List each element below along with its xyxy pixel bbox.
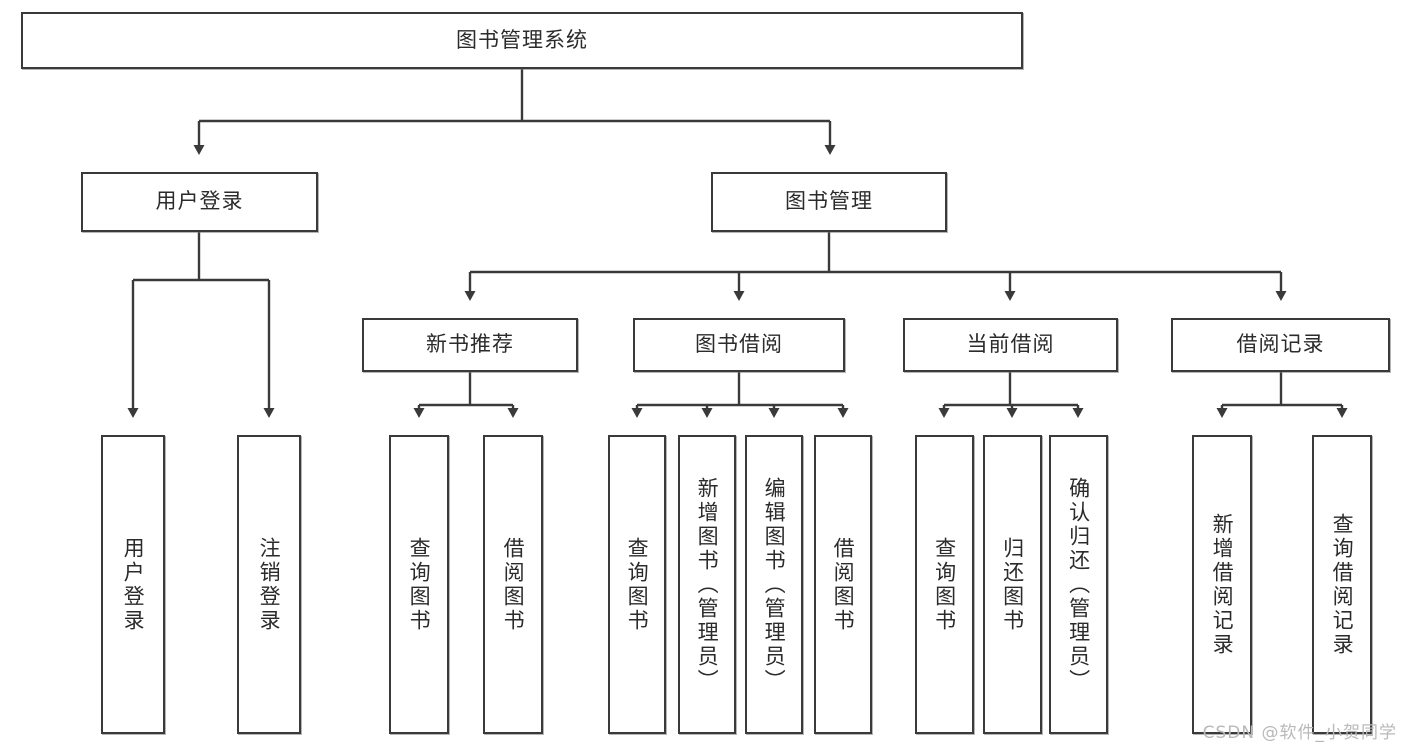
node-label: 新增借阅记录 [1210,512,1235,657]
node-leaf-confirm-return-admin[interactable]: 确认归还（管理员） [1049,435,1108,734]
node-label: 借阅图书 [501,536,526,633]
node-label: 新书推荐 [426,332,514,357]
node-label: 图书管理 [785,189,873,214]
node-leaf-user-login[interactable]: 用户登录 [101,435,165,734]
node-leaf-logout[interactable]: 注销登录 [237,435,301,734]
node-label: 新增图书（管理员） [695,476,720,693]
node-book-management-system[interactable]: 图书管理系统 [21,12,1023,69]
node-leaf-borrow-book[interactable]: 借阅图书 [814,435,872,734]
node-leaf-add-book-admin[interactable]: 新增图书（管理员） [678,435,736,734]
node-current-borrow[interactable]: 当前借阅 [903,318,1118,372]
node-label: 查询图书 [932,536,957,633]
node-label: 查询借阅记录 [1330,512,1355,657]
node-label: 查询图书 [407,536,432,633]
node-leaf-query-borrow-record[interactable]: 查询借阅记录 [1312,435,1372,734]
node-new-book-recommend[interactable]: 新书推荐 [362,318,578,372]
node-leaf-query-book-borrow[interactable]: 查询图书 [608,435,666,734]
node-label: 用户登录 [121,536,146,633]
node-label: 归还图书 [1000,536,1025,633]
node-label: 借阅记录 [1236,332,1325,357]
node-leaf-query-book-current[interactable]: 查询图书 [915,435,974,734]
node-borrow-record[interactable]: 借阅记录 [1171,318,1390,372]
node-label: 查询图书 [625,536,650,633]
watermark: CSDN @软件_小贺同学 [1202,723,1397,743]
node-leaf-query-book-recommend[interactable]: 查询图书 [389,435,449,734]
node-book-borrow[interactable]: 图书借阅 [633,318,845,372]
node-label: 当前借阅 [966,332,1055,357]
node-leaf-return-book[interactable]: 归还图书 [983,435,1042,734]
node-leaf-borrow-book-recommend[interactable]: 借阅图书 [483,435,543,734]
node-label: 用户登录 [155,189,244,214]
node-leaf-add-borrow-record[interactable]: 新增借阅记录 [1192,435,1252,734]
node-user-login[interactable]: 用户登录 [81,172,318,232]
node-label: 编辑图书（管理员） [762,476,787,693]
node-label: 确认归还（管理员） [1066,476,1091,693]
node-label: 注销登录 [257,536,282,633]
node-label: 图书借阅 [695,332,783,357]
node-book-management[interactable]: 图书管理 [711,172,947,232]
node-label: 图书管理系统 [456,27,588,52]
node-label: 借阅图书 [831,536,856,633]
node-leaf-edit-book-admin[interactable]: 编辑图书（管理员） [745,435,803,734]
